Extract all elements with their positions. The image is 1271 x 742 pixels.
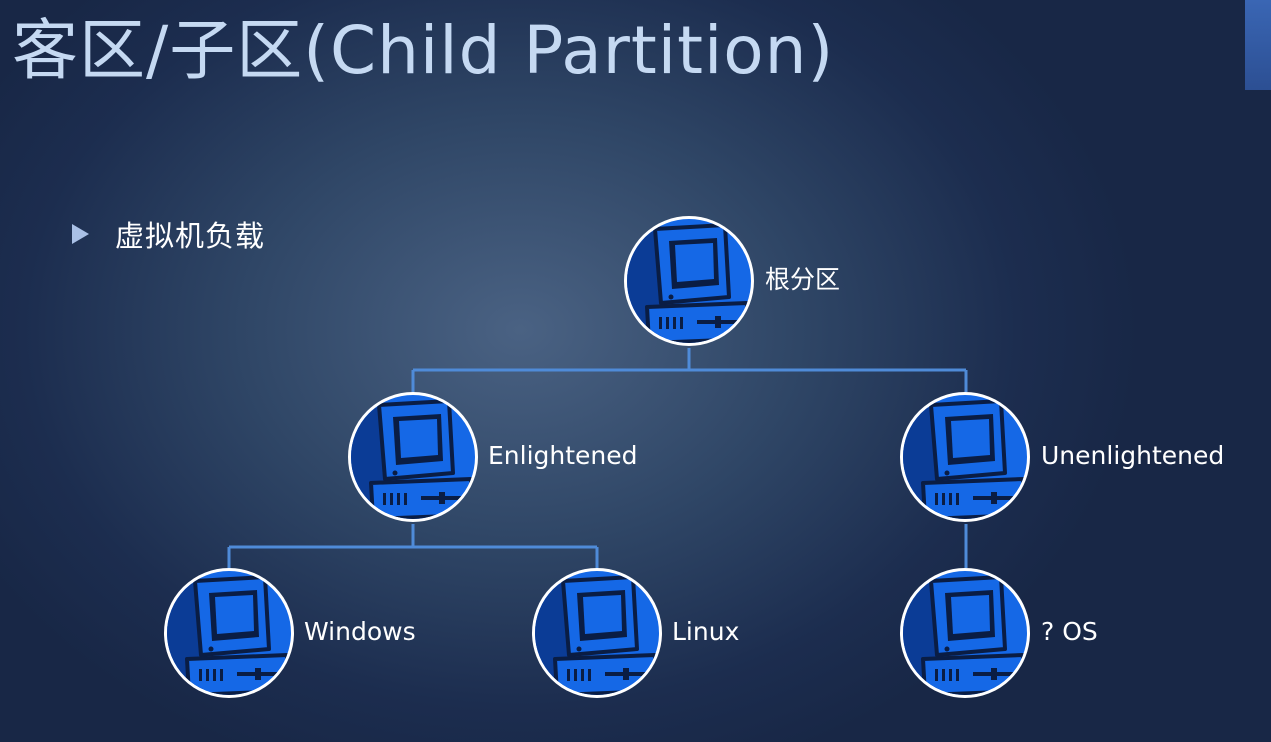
bullet-text: 虚拟机负载 — [115, 219, 266, 253]
node-label-root: 根分区 — [765, 265, 841, 294]
bullet-item: 虚拟机负载 — [72, 212, 265, 256]
node-enlightened — [348, 392, 478, 522]
computer-icon — [535, 575, 659, 695]
bullet-arrow-icon — [72, 224, 89, 244]
node-root-partition — [624, 216, 754, 346]
slide-title: 客区/子区(Child Partition) — [12, 12, 835, 89]
computer-icon — [167, 575, 291, 695]
corner-accent — [1245, 0, 1271, 90]
node-label-windows: Windows — [304, 617, 416, 646]
computer-icon — [903, 575, 1027, 695]
computer-icon — [627, 223, 751, 343]
node-label-enlightened: Enlightened — [488, 441, 638, 470]
node-other-os — [900, 568, 1030, 698]
node-unenlightened — [900, 392, 1030, 522]
computer-icon — [351, 399, 475, 519]
node-label-unenlightened: Unenlightened — [1041, 441, 1225, 470]
node-label-linux: Linux — [672, 617, 740, 646]
node-windows — [164, 568, 294, 698]
node-linux — [532, 568, 662, 698]
computer-icon — [903, 399, 1027, 519]
node-label-other-os: ? OS — [1041, 617, 1098, 646]
